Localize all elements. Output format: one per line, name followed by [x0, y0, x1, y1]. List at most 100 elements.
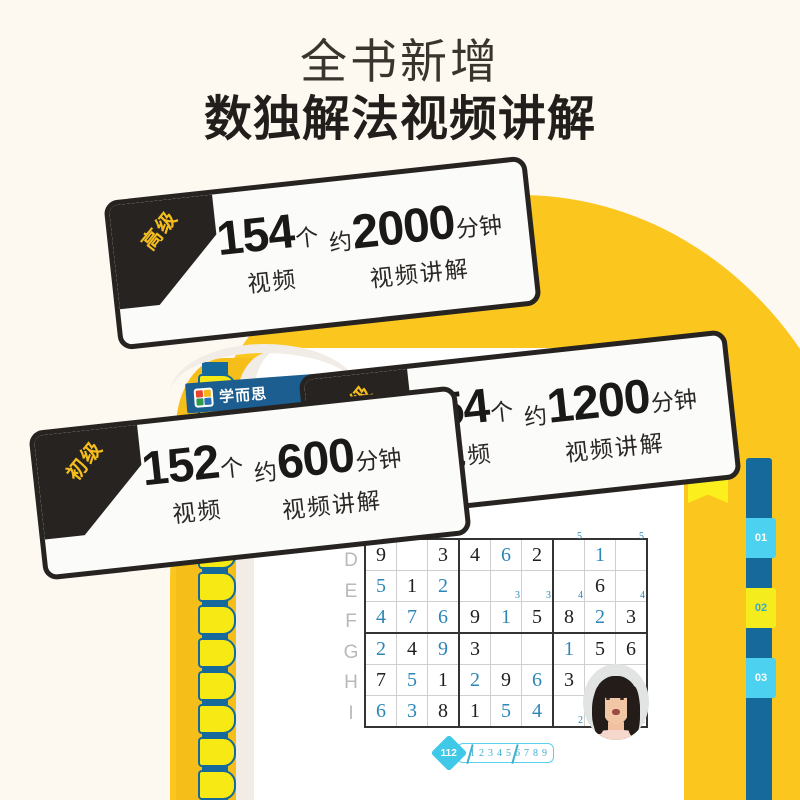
sudoku-cell[interactable]: 9 — [427, 632, 460, 665]
sudoku-cell[interactable]: 3 — [552, 664, 585, 696]
video-count-value: 152 — [139, 435, 222, 497]
sudoku-cell[interactable]: 3 — [490, 570, 522, 602]
minutes-value: 1200 — [544, 370, 653, 434]
sudoku-cell[interactable]: 2 — [521, 538, 554, 571]
index-tab-03[interactable]: 03 — [746, 658, 776, 698]
digit-tracker-item[interactable]: 5 — [506, 747, 511, 759]
digit-tracker-item[interactable]: 9 — [542, 747, 547, 759]
minutes-stat: 约 1200 分钟 视频讲解 — [521, 368, 703, 472]
sudoku-cell[interactable]: 4 — [521, 695, 554, 728]
sudoku-cell[interactable]: 2 — [427, 570, 460, 602]
spiral-ring — [198, 572, 236, 602]
sudoku-cell[interactable]: 2 — [458, 664, 491, 696]
sudoku-cell[interactable] — [490, 632, 522, 665]
digit-tracker-item[interactable]: 3 — [488, 747, 493, 759]
headline-line-1: 全书新增 — [300, 35, 500, 88]
video-count-value: 154 — [214, 205, 297, 267]
index-tab-01[interactable]: 01 — [746, 518, 776, 558]
sudoku-cell[interactable]: 5 — [521, 601, 554, 634]
sudoku-cell[interactable]: 5 — [490, 695, 522, 728]
sudoku-cell[interactable]: 8 — [552, 601, 585, 634]
sudoku-cell[interactable]: 7 — [364, 664, 397, 696]
avatar-eye-right — [620, 698, 624, 700]
sudoku-cell[interactable]: 5 — [364, 570, 397, 602]
sudoku-cell[interactable]: 6 — [521, 664, 554, 696]
sudoku-cell[interactable]: 2 — [364, 632, 397, 665]
sudoku-candidate-mark: 4 — [640, 590, 645, 601]
sudoku-row-label: E — [344, 580, 358, 602]
digit-tracker-item[interactable]: 8 — [533, 747, 538, 759]
digit-tracker-item[interactable]: 6 — [515, 747, 520, 759]
sudoku-cell[interactable]: 6 — [490, 538, 522, 571]
digit-tracker-item[interactable]: 4 — [497, 747, 502, 759]
minutes-unit: 分钟 — [649, 385, 699, 417]
sudoku-cell[interactable]: 3 — [458, 632, 491, 665]
sudoku-cell[interactable]: 1 — [396, 570, 428, 602]
sudoku-cell[interactable] — [458, 570, 491, 602]
sudoku-cell[interactable]: 5 — [615, 531, 648, 571]
sudoku-cell[interactable]: 4 — [552, 570, 585, 602]
sudoku-cell[interactable]: 1 — [427, 664, 460, 696]
cover-arc-decoration — [170, 344, 360, 404]
sudoku-cell[interactable]: 8 — [427, 695, 460, 728]
sudoku-candidate-mark: 5 — [639, 531, 644, 542]
sudoku-cell[interactable]: 5 — [584, 632, 616, 665]
sudoku-cell[interactable]: 2 — [584, 601, 616, 634]
minutes-stat: 约 2000 分钟 视频讲解 — [326, 194, 508, 298]
avatar — [583, 664, 649, 740]
sudoku-cell[interactable]: 7 — [396, 601, 428, 634]
video-count-stat: 152 个 视频 — [139, 435, 249, 532]
spiral-ring — [198, 605, 236, 635]
sudoku-cell[interactable] — [396, 538, 428, 571]
sudoku-candidate-mark: 2 — [578, 715, 583, 726]
level-tag-beginner: 初级 — [34, 425, 149, 540]
sudoku-cell[interactable]: 3 — [396, 695, 428, 728]
sudoku-cell[interactable]: 9 — [458, 601, 491, 634]
spiral-ring — [198, 671, 236, 701]
sudoku-cell[interactable]: 1 — [584, 538, 616, 571]
sudoku-cell[interactable]: 2 — [552, 695, 585, 728]
digit-tracker-item[interactable]: 1 — [470, 747, 475, 759]
minutes-unit: 分钟 — [454, 211, 504, 243]
sudoku-cell[interactable]: 1 — [552, 632, 585, 665]
sudoku-cell[interactable]: 6 — [364, 695, 397, 728]
sudoku-cell[interactable]: 4 — [458, 538, 491, 571]
minutes-value: 600 — [274, 428, 357, 490]
sudoku-row-label: D — [344, 550, 358, 571]
sudoku-cell[interactable]: 9 — [490, 664, 522, 696]
sudoku-cell[interactable]: 4 — [615, 570, 648, 602]
minutes-unit: 分钟 — [354, 444, 403, 476]
sudoku-candidate-mark: 3 — [515, 590, 520, 601]
digit-tracker-item[interactable]: 7 — [524, 747, 529, 759]
sudoku-cell[interactable]: 5 — [396, 664, 428, 696]
spiral-ring — [198, 770, 236, 800]
sudoku-cell[interactable]: 6 — [584, 570, 616, 602]
page-title: 全书新增 数独解法视频讲解 — [0, 34, 800, 151]
sudoku-cell[interactable]: 5 — [552, 531, 585, 571]
spiral-ring — [198, 638, 236, 668]
sudoku-cell[interactable]: 3 — [427, 538, 460, 571]
video-count-label: 视频 — [246, 265, 299, 298]
sudoku-cell[interactable]: 1 — [458, 695, 491, 728]
index-tab-02[interactable]: 02 — [746, 588, 776, 628]
sudoku-cell[interactable]: 1 — [490, 601, 522, 634]
index-tab-spine: 01 02 03 — [746, 458, 776, 800]
minutes-value: 2000 — [349, 195, 458, 260]
sudoku-cell[interactable]: 3 — [615, 601, 648, 634]
video-count-unit: 个 — [489, 397, 515, 427]
sudoku-cell[interactable]: 6 — [427, 601, 460, 634]
sudoku-cell[interactable]: 4 — [396, 632, 428, 665]
sudoku-candidate-mark: 4 — [578, 590, 583, 601]
page-number-label: 112 — [440, 747, 458, 759]
sudoku-cell[interactable]: 4 — [364, 601, 397, 634]
sudoku-cell[interactable]: 6 — [615, 632, 648, 665]
digit-tracker-item[interactable]: 2 — [479, 747, 484, 759]
approx-prefix: 约 — [522, 402, 549, 431]
sudoku-cell[interactable] — [521, 632, 554, 665]
sudoku-cell[interactable]: 3 — [521, 570, 554, 602]
